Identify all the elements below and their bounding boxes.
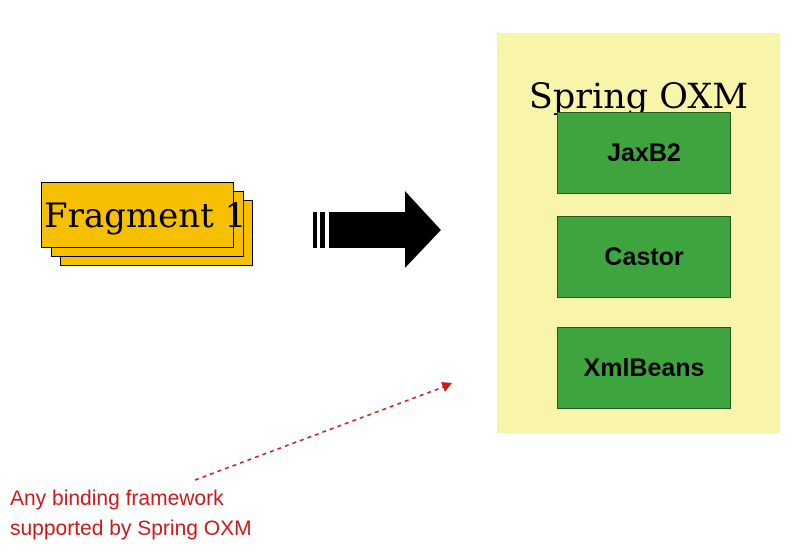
binding-castor: Castor <box>557 216 731 298</box>
annotation-line-1: Any binding framework <box>10 487 224 510</box>
annotation-line-2: supported by Spring OXM <box>10 517 252 540</box>
fragment-label: Fragment 1 <box>44 196 247 236</box>
binding-xmlbeans: XmlBeans <box>557 327 731 409</box>
binding-jaxb2: JaxB2 <box>557 112 731 194</box>
fragment-card-front <box>41 182 234 248</box>
transform-arrow <box>329 191 441 268</box>
arrow-tail-stripe-2 <box>320 212 325 248</box>
annotation-note: Any binding framework supported by Sprin… <box>10 484 252 544</box>
note-pointer-line <box>194 385 447 481</box>
note-pointer-arrowhead <box>441 382 452 392</box>
arrow-tail-stripe-1 <box>313 212 317 248</box>
spring-oxm-title: Spring OXM <box>528 77 749 117</box>
